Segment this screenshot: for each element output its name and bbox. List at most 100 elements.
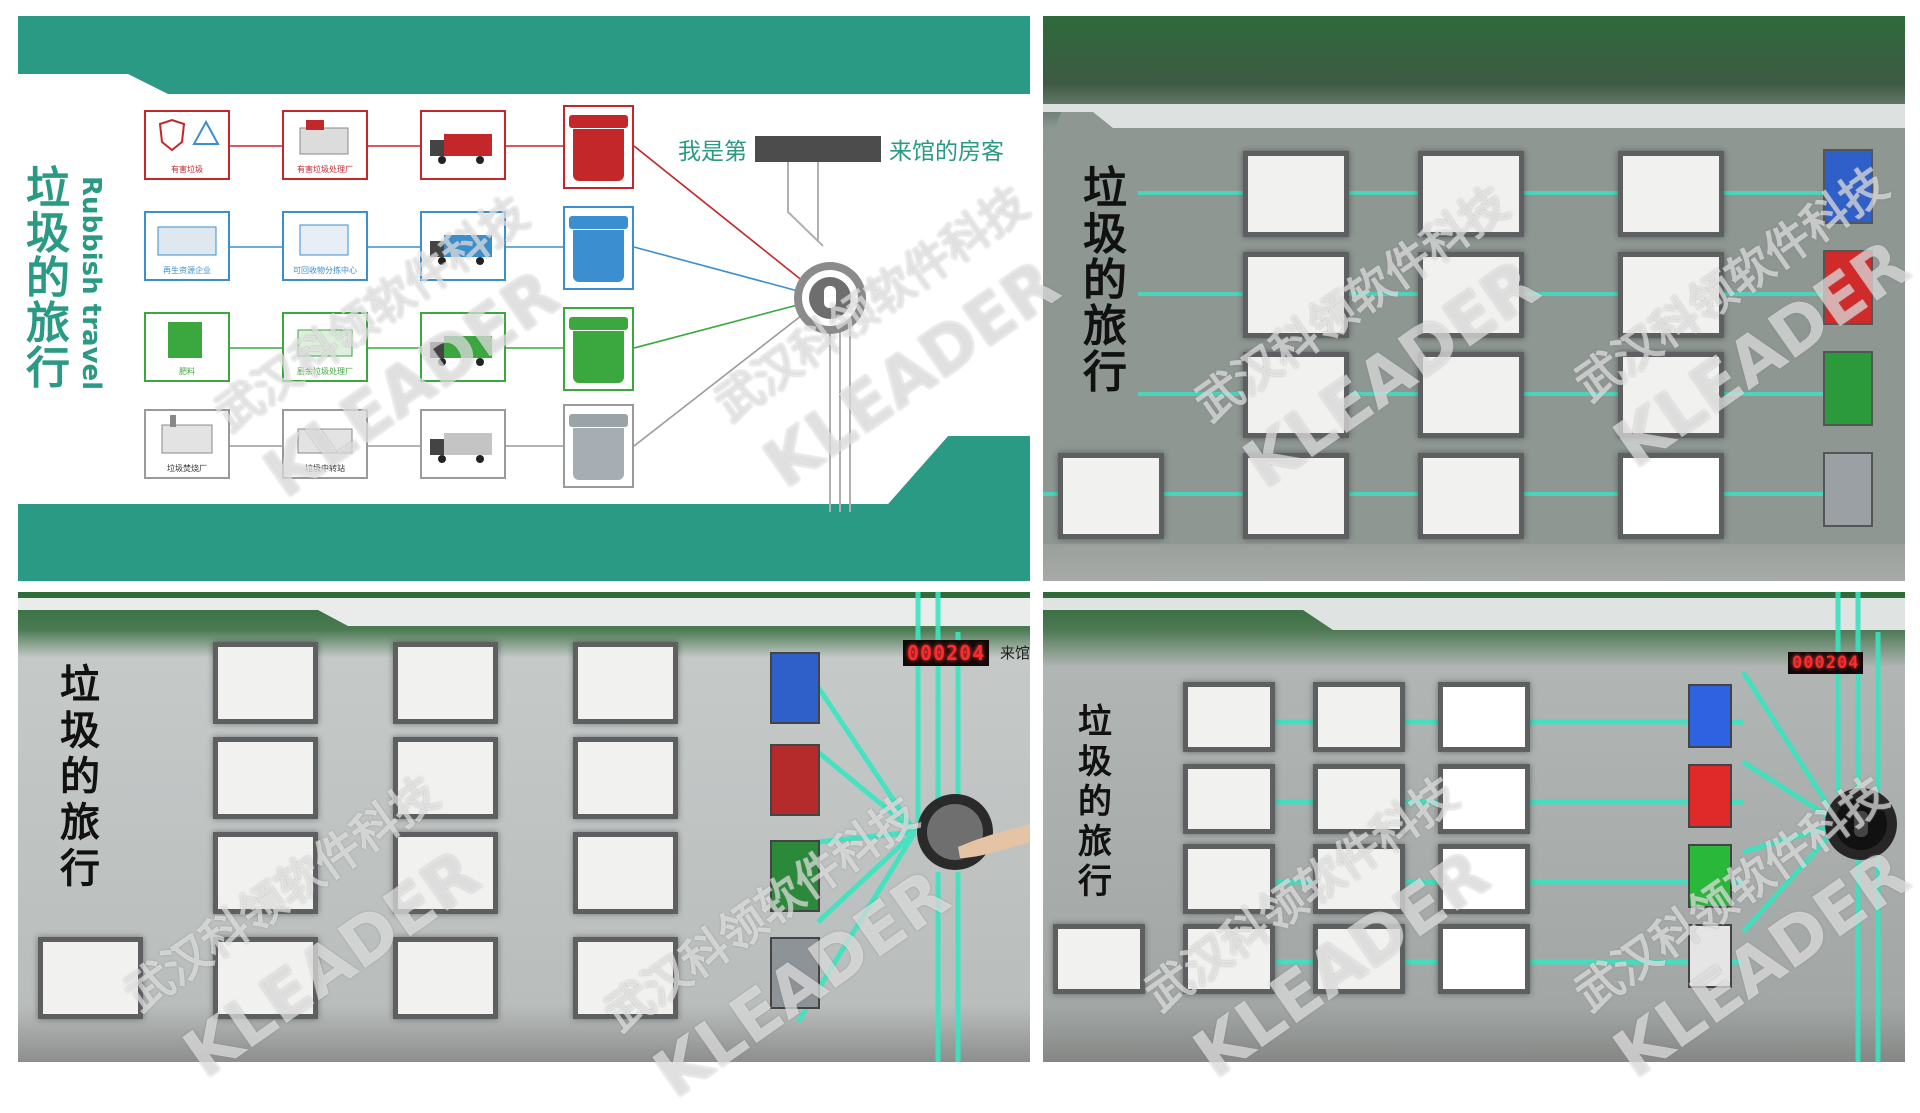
red-bin-tile: [563, 105, 634, 189]
wall-tile-lit: [1438, 682, 1530, 752]
wall-tile: [1418, 252, 1524, 338]
recycle-enterprise-tile: 再生资源企业: [144, 211, 230, 281]
visitor-suffix: 来馆的房客: [889, 139, 1004, 165]
gray-garbage-truck-icon: [430, 433, 492, 463]
tile-label: 垃圾中转站: [305, 464, 345, 473]
wall-green-bin: [1823, 351, 1873, 426]
wall-tile: [393, 937, 498, 1019]
red-truck-tile: [420, 110, 506, 180]
wall-tile: [1183, 844, 1275, 914]
wall-tile: [1183, 682, 1275, 752]
gray-truck-tile: [420, 409, 506, 479]
wall-title-cn: 垃圾的旅行: [60, 662, 100, 892]
visitor-counter-line: 我是第 来馆的房客: [678, 132, 1004, 166]
wall-tile: [1058, 453, 1164, 539]
title-cn-vertical: 垃圾的旅行: [26, 163, 70, 394]
wall-tile: [1418, 151, 1524, 237]
tile-label: 可回收物分拣中心: [293, 266, 357, 275]
wall-tile: [1618, 352, 1724, 438]
wall-tile: [1313, 924, 1405, 994]
wall-tile: [1053, 924, 1145, 994]
kitchen-plant-tile: 厨余垃圾处理厂: [282, 312, 368, 382]
wall-tile: [393, 832, 498, 914]
visitor-prefix: 我是第: [678, 139, 747, 165]
wall-tile-lit: [1438, 844, 1530, 914]
blue-truck-tile: [420, 211, 506, 281]
wall-tile: [213, 832, 318, 914]
factory-icon: [299, 120, 349, 155]
green-bin-tile: [563, 307, 634, 391]
wall-tile-lit: [1438, 924, 1530, 994]
hazard-symbols-tile: 有害垃圾: [144, 110, 230, 180]
hazard-plant-tile: 有害垃圾处理厂: [282, 110, 368, 180]
title-en-vertical: Rubbish travel: [76, 176, 106, 390]
sorting-center-icon: [299, 224, 349, 256]
sorting-center-tile: 可回收物分拣中心: [282, 211, 368, 281]
transfer-station-tile: 垃圾中转站: [282, 409, 368, 479]
wall-tile: [573, 737, 678, 819]
wall-tile: [573, 642, 678, 724]
wall-red-bin: [1688, 764, 1732, 828]
wall-tile: [213, 737, 318, 819]
wall-tile: [1313, 682, 1405, 752]
wall-tile: [1418, 453, 1524, 539]
wall-tile: [1313, 764, 1405, 834]
wall-tile: [1183, 924, 1275, 994]
wall-green-bin: [770, 840, 820, 912]
wall-blue-bin: [1823, 149, 1873, 224]
red-garbage-truck-icon: [430, 134, 492, 164]
wall-tile-lit: [1438, 764, 1530, 834]
wall-tile: [1243, 252, 1349, 338]
green-garbage-truck-icon: [430, 336, 492, 366]
wall-white-bin: [1688, 924, 1732, 988]
design-render-panel: 垃圾的旅行 Rubbish travel 我是第 来馆的房客 有害垃圾 有害垃圾…: [18, 16, 1030, 581]
wall-title-cn: 垃圾的旅行: [1078, 702, 1112, 902]
wall-graphic: [18, 592, 1030, 1062]
wall-tile: [213, 642, 318, 724]
panel-frame-graphic: [18, 16, 1030, 581]
visitor-counter-display: [755, 136, 881, 162]
fertilizer-tile: 肥料: [144, 312, 230, 382]
wall-gray-bin: [770, 937, 820, 1009]
wall-tile: [573, 832, 678, 914]
tile-label: 厨余垃圾处理厂: [297, 367, 353, 376]
incinerator-icon: [161, 415, 213, 454]
wall-tile: [393, 737, 498, 819]
wall-blue-bin: [770, 652, 820, 724]
gray-bin-tile: [563, 404, 634, 488]
transfer-station-icon: [297, 428, 353, 454]
wall-tile: [393, 642, 498, 724]
wall-red-bin: [770, 744, 820, 816]
wall-gray-bin: [1823, 452, 1873, 527]
led-visitor-counter: 000204: [1788, 652, 1864, 674]
incinerator-tile: 垃圾焚烧厂: [144, 409, 230, 479]
tile-label: 肥料: [179, 367, 195, 376]
tile-label: 再生资源企业: [163, 266, 211, 275]
wall-tile: [1313, 844, 1405, 914]
counter-tail-text: 来馆: [1000, 644, 1030, 662]
wall-tile: [1243, 151, 1349, 237]
wall-tile-lit: [1618, 453, 1724, 539]
wall-blue-bin: [1688, 684, 1732, 748]
blue-bin-tile: [563, 206, 634, 290]
kitchen-plant-icon: [297, 329, 353, 357]
fertilizer-bag-icon: [168, 322, 202, 358]
wall-tile: [1618, 252, 1724, 338]
green-truck-tile: [420, 312, 506, 382]
wall-tile: [38, 937, 143, 1019]
wall-tile: [213, 937, 318, 1019]
installed-wall-photo-2: 垃圾的旅行 000204 来馆: [18, 592, 1030, 1062]
tile-label: 有害垃圾处理厂: [297, 165, 353, 174]
led-visitor-counter: 000204: [903, 640, 990, 666]
tile-label: 垃圾焚烧厂: [167, 464, 207, 473]
shield-recycle-icon: [158, 118, 220, 152]
installed-wall-photo-3: 垃圾的旅行 000204: [1043, 592, 1905, 1062]
wall-tile: [1183, 764, 1275, 834]
blue-garbage-truck-icon: [430, 235, 492, 265]
building-icon: [157, 226, 217, 256]
installed-wall-photo-1: 垃圾的旅行: [1043, 16, 1905, 581]
tile-label: 有害垃圾: [171, 165, 203, 174]
wall-red-bin: [1823, 250, 1873, 325]
wall-tile: [573, 937, 678, 1019]
wall-tile: [1243, 352, 1349, 438]
